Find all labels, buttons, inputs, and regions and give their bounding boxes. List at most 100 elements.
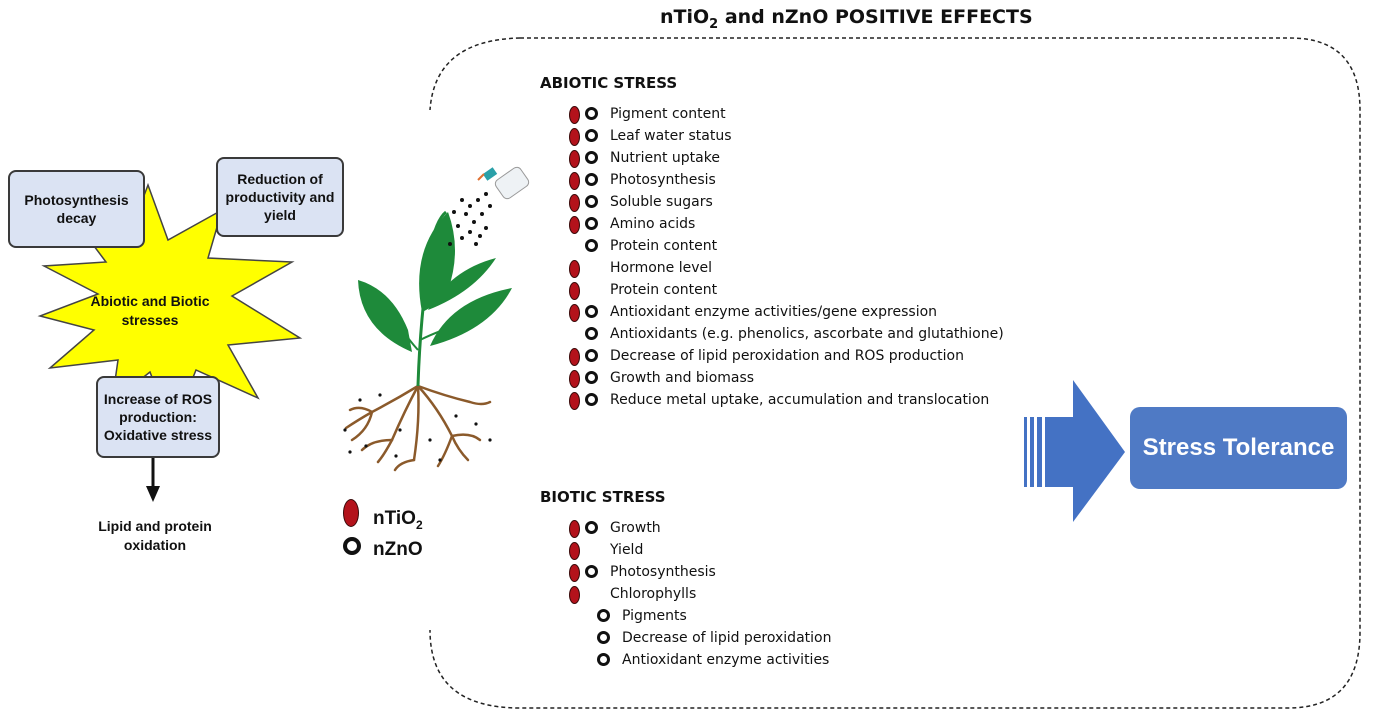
effect-item: Reduce metal uptake, accumulation and tr… — [565, 390, 1045, 412]
effect-item-label: Hormone level — [610, 260, 713, 276]
zno-marker — [597, 631, 610, 644]
legend: nTiO2 nZnO — [340, 496, 450, 566]
soil-particles — [343, 393, 492, 462]
effect-item-label: Growth and biomass — [610, 370, 755, 386]
zno-marker — [585, 565, 598, 578]
plant-leaf-right-top — [428, 258, 496, 310]
effect-item: Photosynthesis — [565, 562, 885, 584]
effect-item-label: Reduce metal uptake, accumulation and tr… — [610, 392, 990, 408]
effect-item-label: Photosynthesis — [610, 564, 716, 580]
star-label: Abiotic and Biotic stresses — [90, 293, 210, 328]
stress-tolerance-box: Stress Tolerance — [1130, 407, 1347, 489]
effect-item: Protein content — [565, 236, 1045, 258]
effect-item: Chlorophylls — [565, 584, 885, 606]
tio2-marker — [569, 216, 580, 234]
tio2-marker — [569, 172, 580, 190]
zno-marker — [585, 305, 598, 318]
effect-item-label: Antioxidants (e.g. phenolics, ascorbate … — [610, 326, 1004, 342]
tio2-marker — [569, 392, 580, 410]
plant-leaf-right — [430, 288, 512, 346]
effect-item-label: Yield — [610, 542, 644, 558]
tio2-marker — [569, 128, 580, 146]
legend-zno-marker — [343, 537, 361, 555]
plant-leaf-left — [358, 280, 412, 352]
effect-item-label: Amino acids — [610, 216, 696, 232]
zno-marker — [585, 521, 598, 534]
zno-marker — [585, 327, 598, 340]
effect-item: Antioxidants (e.g. phenolics, ascorbate … — [565, 324, 1045, 346]
effect-item-label: Antioxidant enzyme activities/gene expre… — [610, 304, 938, 320]
effect-item-label: Soluble sugars — [610, 194, 713, 210]
effect-item-label: Protein content — [610, 282, 718, 298]
effect-item-label: Antioxidant enzyme activities — [622, 652, 830, 668]
zno-marker — [585, 195, 598, 208]
zno-marker — [585, 217, 598, 230]
effect-item-label: Photosynthesis — [610, 172, 716, 188]
effect-item-label: Decrease of lipid peroxidation and ROS p… — [610, 348, 964, 364]
effect-item: Growth — [565, 518, 885, 540]
effect-item-label: Decrease of lipid peroxidation — [622, 630, 832, 646]
effect-item-label: Growth — [610, 520, 661, 536]
effect-item: Decrease of lipid peroxidation and ROS p… — [565, 346, 1045, 368]
down-arrow-head — [146, 486, 160, 502]
zno-marker — [585, 107, 598, 120]
diagram-title: nTiO2 and nZnO POSITIVE EFFECTS — [660, 6, 1033, 32]
abiotic-heading: ABIOTIC STRESS — [540, 74, 678, 92]
effect-item: Growth and biomass — [565, 368, 1045, 390]
zno-marker — [597, 653, 610, 666]
callout-productivity-reduction: Reduction of productivity and yield — [216, 157, 344, 237]
effect-item-label: Nutrient uptake — [610, 150, 720, 166]
effect-item: Nutrient uptake — [565, 148, 1045, 170]
tio2-marker — [569, 282, 580, 300]
zno-marker — [585, 349, 598, 362]
effect-item: Antioxidant enzyme activities — [565, 650, 885, 672]
spray-particles — [448, 192, 492, 246]
zno-marker — [585, 393, 598, 406]
tio2-marker — [569, 586, 580, 604]
tio2-marker — [569, 150, 580, 168]
biotic-heading: BIOTIC STRESS — [540, 488, 666, 506]
tio2-marker — [569, 348, 580, 366]
effect-item: Protein content — [565, 280, 1045, 302]
effect-item: Antioxidant enzyme activities/gene expre… — [565, 302, 1045, 324]
zno-marker — [597, 609, 610, 622]
effect-item: Leaf water status — [565, 126, 1045, 148]
big-arrow — [1024, 380, 1125, 522]
effect-item: Amino acids — [565, 214, 1045, 236]
effect-item-label: Leaf water status — [610, 128, 732, 144]
tio2-marker — [569, 370, 580, 388]
tio2-marker — [569, 106, 580, 124]
zno-marker — [585, 239, 598, 252]
effect-item: Yield — [565, 540, 885, 562]
tio2-marker — [569, 304, 580, 322]
effect-item-label: Pigments — [622, 608, 687, 624]
effect-item: Pigment content — [565, 104, 1045, 126]
effect-item: Hormone level — [565, 258, 1045, 280]
zno-marker — [585, 151, 598, 164]
effect-item: Decrease of lipid peroxidation — [565, 628, 885, 650]
effect-item: Pigments — [565, 606, 885, 628]
callout-photosynthesis-decay: Photosynthesis decay — [8, 170, 145, 248]
legend-tio2-label: nTiO2 — [373, 508, 423, 532]
zno-marker — [585, 371, 598, 384]
effect-item: Photosynthesis — [565, 170, 1045, 192]
tio2-marker — [569, 520, 580, 538]
effect-item-label: Protein content — [610, 238, 718, 254]
effect-item-label: Pigment content — [610, 106, 726, 122]
effects-panel-border-top-left — [429, 37, 521, 111]
tio2-marker — [569, 194, 580, 212]
lipid-protein-oxidation-text: Lipid and protein oxidation — [98, 518, 212, 553]
tio2-marker — [569, 542, 580, 560]
tio2-marker — [569, 260, 580, 278]
legend-tio2-marker — [343, 499, 359, 527]
callout-ros-increase: Increase of ROS production: Oxidative st… — [96, 376, 220, 458]
zno-marker — [585, 129, 598, 142]
spray-bottle-icon — [477, 166, 530, 200]
legend-zno-label: nZnO — [373, 539, 423, 560]
effect-item-label: Chlorophylls — [610, 586, 697, 602]
zno-marker — [585, 173, 598, 186]
tio2-marker — [569, 564, 580, 582]
effect-item: Soluble sugars — [565, 192, 1045, 214]
